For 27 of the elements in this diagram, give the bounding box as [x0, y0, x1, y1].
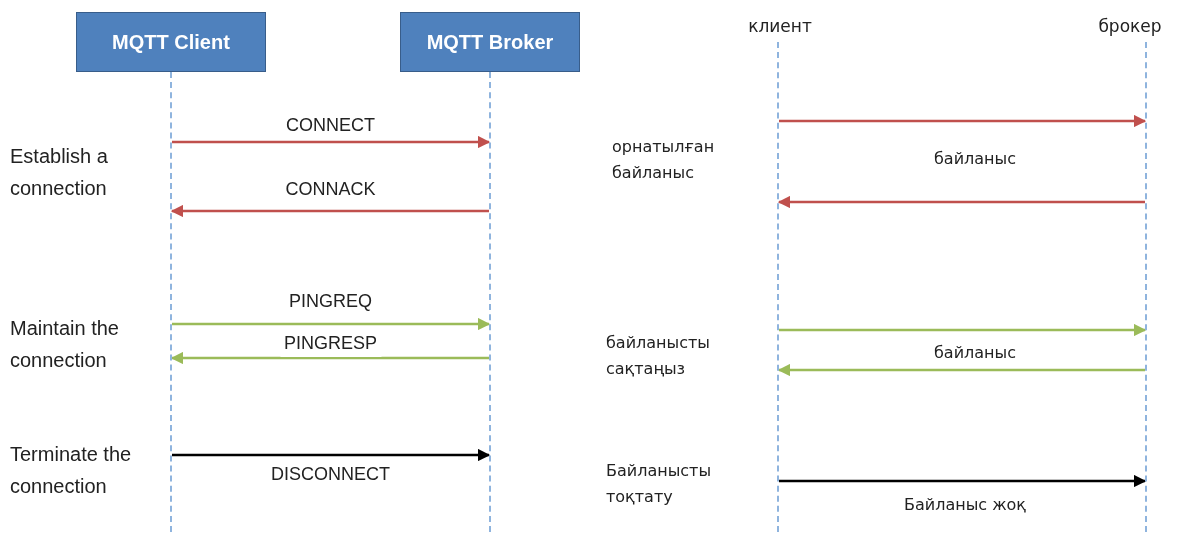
arrow — [172, 135, 491, 149]
step-label: Terminate the connection — [10, 442, 133, 499]
arrow — [172, 317, 491, 331]
step-label: байланысты сақтаңыз — [606, 332, 711, 380]
participant-box: MQTT Broker — [400, 12, 580, 72]
participant-label: клиент — [735, 14, 825, 38]
arrow — [170, 204, 489, 218]
lifeline — [489, 72, 491, 532]
arrow — [779, 474, 1147, 488]
step-label: орнатылған байланыс — [612, 136, 716, 184]
arrow — [172, 448, 491, 462]
lifeline — [1145, 42, 1147, 532]
step-label: Байланысты тоқтату — [606, 460, 713, 508]
step-label: байланыс — [933, 148, 1017, 170]
lifeline — [777, 42, 779, 532]
lifeline — [170, 72, 172, 532]
participant-label: брокер — [1085, 14, 1175, 38]
step-label: Maintain the connection — [10, 316, 120, 373]
arrow — [779, 114, 1147, 128]
step-label: байланыс — [933, 342, 1017, 364]
step-label: Байланыс жоқ — [902, 494, 1028, 516]
arrow — [777, 195, 1145, 209]
step-label: Establish a connection — [10, 144, 109, 201]
arrow — [777, 363, 1145, 377]
arrow — [779, 323, 1147, 337]
arrow — [170, 351, 489, 365]
participant-box: MQTT Client — [76, 12, 266, 72]
